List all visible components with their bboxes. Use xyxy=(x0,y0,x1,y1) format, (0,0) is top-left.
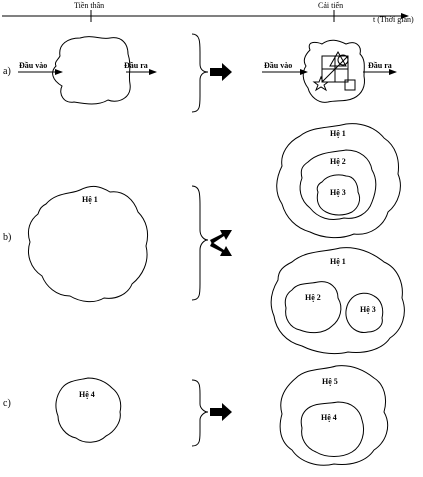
transform-arrow-b-down xyxy=(210,242,232,256)
system-label-h1-large: Hệ 1 xyxy=(82,195,98,204)
brace-b xyxy=(191,185,209,301)
system-blob-h2-middle xyxy=(299,149,377,221)
system-blob-h2-bottom xyxy=(284,281,342,334)
system-blob-a-right xyxy=(302,39,365,103)
output-label-a-right: Đầu ra xyxy=(368,61,392,70)
transform-arrow-c xyxy=(210,403,232,421)
row-label-b: b) xyxy=(3,232,11,243)
internal-structure-a xyxy=(312,50,356,92)
system-blob-a-left xyxy=(52,36,131,105)
system-label-h1-top: Hệ 1 xyxy=(330,129,346,138)
improved-label: Cải tiến xyxy=(318,1,343,10)
row-label-c: c) xyxy=(3,398,11,409)
input-label-a-right: Đầu vào xyxy=(264,61,292,70)
system-blob-h5-outer xyxy=(279,365,389,466)
system-label-h1-bottom: Hệ 1 xyxy=(330,257,346,266)
system-label-h5: Hệ 5 xyxy=(322,377,338,386)
system-label-h4-left: Hệ 4 xyxy=(79,390,95,399)
row-label-a: a) xyxy=(3,66,11,77)
system-blob-h3-bottom xyxy=(345,292,384,333)
system-blob-h4-right xyxy=(300,401,365,457)
time-axis-label: t (Thời gian) xyxy=(373,15,414,24)
brace-c xyxy=(191,379,209,447)
system-label-h2-bottom: Hệ 2 xyxy=(305,293,321,302)
output-label-a-left: Đầu ra xyxy=(124,61,148,70)
system-label-h4-right: Hệ 4 xyxy=(321,413,337,422)
system-blob-h4-left xyxy=(55,377,122,443)
inner-triangle xyxy=(329,50,347,67)
system-blob-h1-large xyxy=(27,185,149,303)
inner-circle xyxy=(337,54,349,66)
inner-star xyxy=(312,75,330,92)
predecessor-label: Tiền thân xyxy=(74,1,104,10)
input-label-a-left: Đầu vào xyxy=(19,61,47,70)
transform-arrow-a xyxy=(210,63,232,81)
system-label-h2-top: Hệ 2 xyxy=(330,157,346,166)
system-blob-h1-outer-top xyxy=(276,123,401,239)
system-label-h3-bottom: Hệ 3 xyxy=(360,305,376,314)
inner-small-square xyxy=(344,79,356,91)
system-blob-h1-outer-bottom xyxy=(270,247,405,355)
brace-a xyxy=(191,33,209,113)
system-blob-h3-inner xyxy=(316,174,361,216)
system-label-h3-top: Hệ 3 xyxy=(330,188,346,197)
transform-arrow-b-up xyxy=(210,230,232,244)
